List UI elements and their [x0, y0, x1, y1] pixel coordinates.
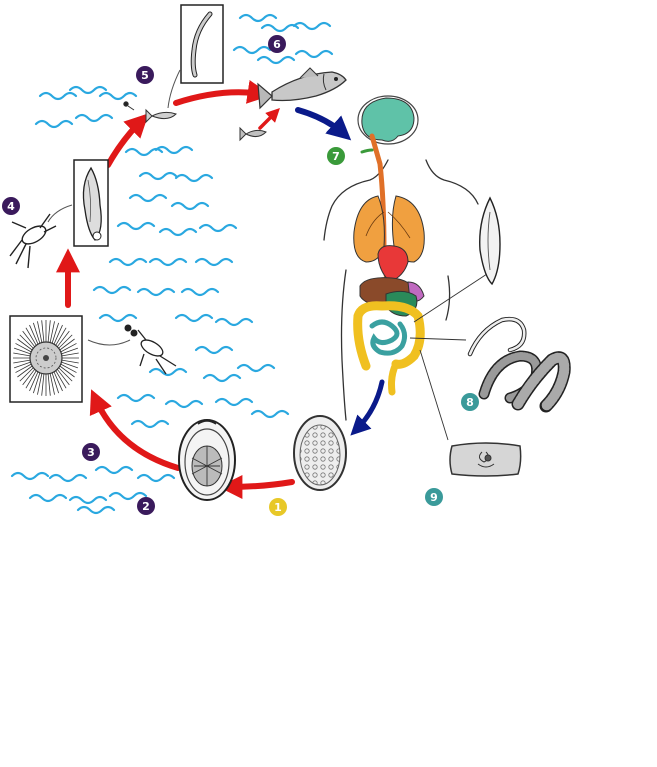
water-wave: [174, 313, 214, 323]
water-wave: [292, 21, 332, 31]
arrow-5-to-6: [173, 79, 272, 106]
water-wave: [98, 91, 138, 101]
water-wave: [136, 473, 176, 483]
arrow-1-to-2: [218, 474, 295, 499]
water-wave: [48, 473, 88, 483]
water-wave: [10, 471, 50, 481]
water-wave: [68, 85, 108, 95]
water-waves: [10, 13, 334, 515]
water-wave: [174, 173, 214, 183]
water-wave: [294, 49, 334, 59]
water-wave: [98, 313, 138, 323]
water-wave: [116, 393, 156, 403]
stage-label-5: 5: [141, 69, 149, 82]
brain: [361, 97, 415, 142]
water-wave: [76, 505, 116, 515]
arrow-small-fish-to-big-fish: [258, 108, 280, 130]
water-wave: [194, 345, 234, 355]
water-wave: [130, 419, 170, 429]
stage-label-3: 3: [87, 446, 95, 459]
water-wave: [108, 257, 148, 267]
arrow-6-to-7: [295, 107, 352, 141]
small-intestine: [369, 319, 408, 356]
stage-label-2: 2: [142, 500, 150, 513]
unembryonated-egg-illustration: [293, 415, 347, 491]
water-wave: [154, 145, 194, 155]
water-wave: [236, 363, 276, 373]
predator-fish-illustration: [257, 67, 347, 110]
water-wave: [94, 465, 134, 475]
water-wave: [128, 193, 168, 203]
stage-label-8: 8: [466, 396, 474, 409]
stage-number-badges: 1 2 3 4 5 6 7 8 9: [2, 35, 479, 516]
stage-badge-2: 2: [137, 497, 155, 515]
stage-badge-9: 9: [425, 488, 443, 506]
human-body-illustration: [323, 95, 491, 441]
water-wave: [164, 399, 204, 409]
water-wave: [28, 493, 68, 503]
heart: [377, 245, 409, 283]
stage-badge-4: 4: [2, 197, 20, 215]
water-wave: [116, 221, 156, 231]
water-wave: [238, 13, 278, 23]
proglottid-illustration: [449, 442, 522, 477]
stage-label-7: 7: [332, 150, 340, 163]
water-wave: [214, 317, 254, 327]
copepod-illustration: [9, 159, 109, 269]
cycle-arrows: [56, 79, 385, 499]
water-wave: [194, 257, 234, 267]
right-lung: [391, 195, 425, 263]
embryonated-egg-illustration: [178, 419, 236, 501]
large-intestine: [353, 301, 425, 371]
water-wave: [148, 367, 188, 377]
stage-badge-8: 8: [461, 393, 479, 411]
water-wave: [68, 495, 108, 505]
stage-label-4: 4: [7, 200, 15, 213]
water-wave: [256, 55, 296, 65]
plerocercoid-illustration: [167, 4, 224, 109]
water-wave: [136, 287, 176, 297]
water-wave: [38, 91, 78, 101]
stage-badge-6: 6: [268, 35, 286, 53]
water-wave: [180, 287, 220, 297]
water-wave: [260, 23, 300, 33]
water-wave: [108, 491, 148, 501]
water-wave: [198, 223, 238, 233]
water-wave: [170, 201, 210, 211]
coracidium-illustration: [9, 315, 177, 403]
stage-badge-3: 3: [82, 443, 100, 461]
adult-tapeworm-illustration: [467, 196, 571, 413]
water-wave: [138, 171, 178, 181]
water-wave: [202, 373, 242, 383]
stage-badge-7: 7: [327, 147, 345, 165]
water-wave: [214, 397, 254, 407]
arrow-human-to-1: [350, 379, 385, 436]
tiny-fish-illustration: [239, 126, 267, 142]
water-wave: [158, 227, 198, 237]
water-wave: [74, 113, 114, 123]
small-fish-illustration: [123, 101, 177, 124]
water-wave: [34, 119, 74, 129]
stage-label-1: 1: [274, 501, 282, 514]
stage-label-6: 6: [273, 38, 281, 51]
water-wave: [232, 45, 272, 55]
water-wave: [92, 285, 132, 295]
stage-badge-5: 5: [136, 66, 154, 84]
stage-badge-1: 1: [269, 498, 287, 516]
arrow-2-to-3: [89, 389, 181, 471]
water-wave: [148, 257, 188, 267]
arrow-4-to-5: [105, 113, 149, 168]
stage-label-9: 9: [430, 491, 438, 504]
water-wave: [250, 409, 290, 419]
